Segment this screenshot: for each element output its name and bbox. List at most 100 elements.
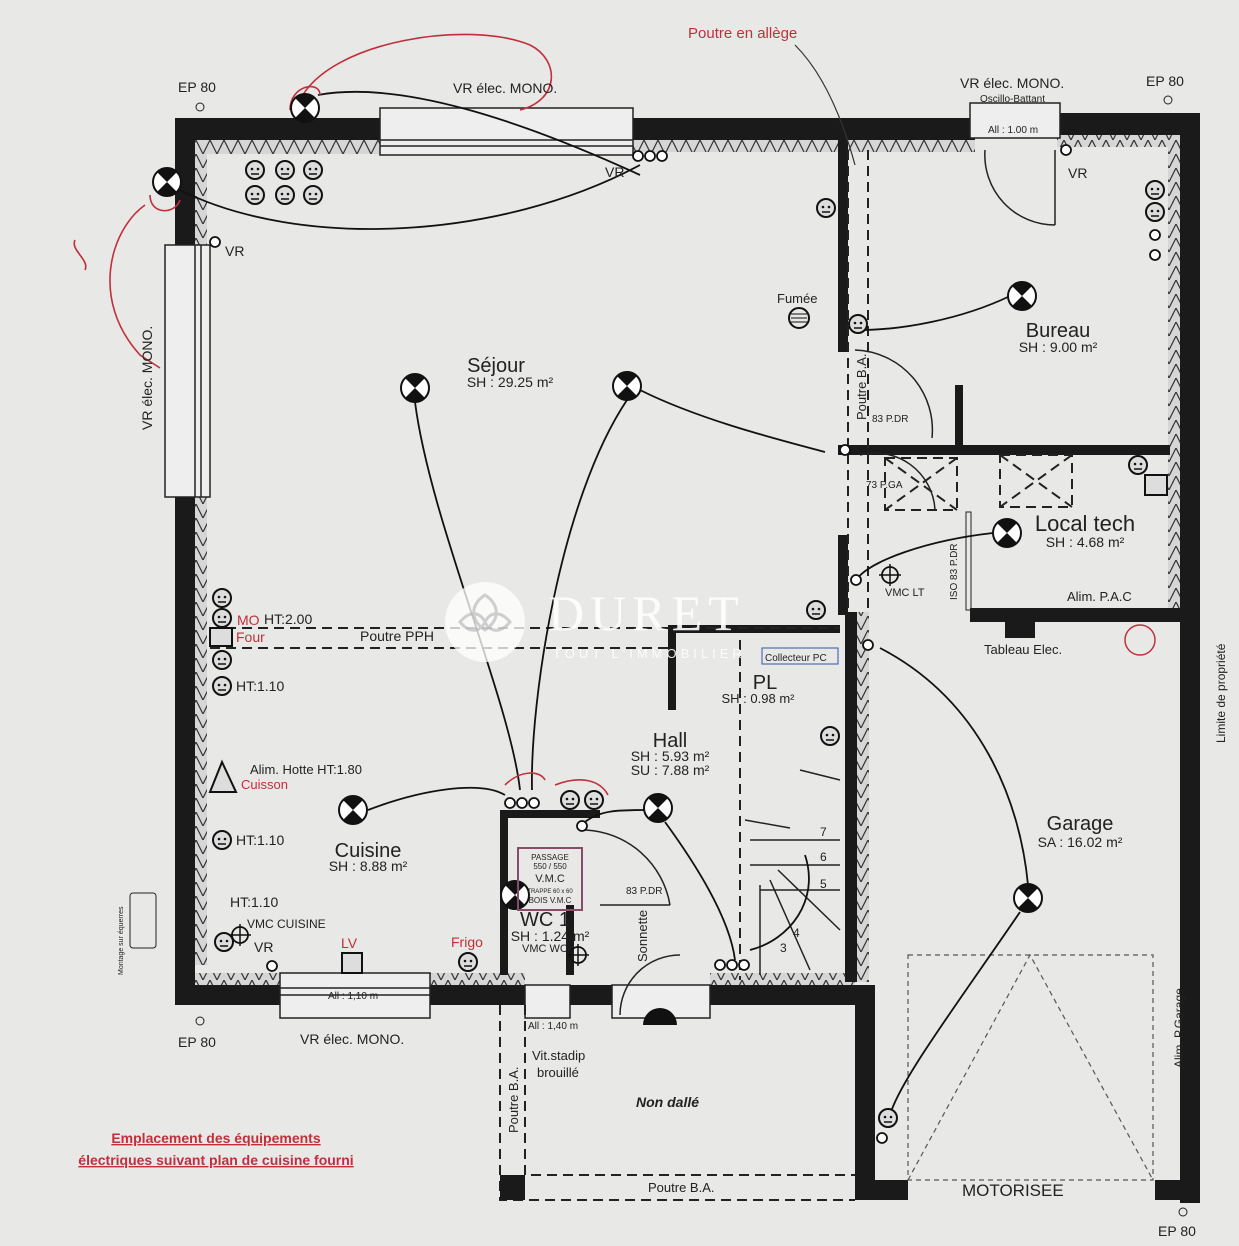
svg-text:Limite de propriété: Limite de propriété <box>1214 643 1228 743</box>
svg-text:Oscillo-Battant: Oscillo-Battant <box>980 94 1045 105</box>
vr-label: VR élec. MONO. <box>139 326 155 430</box>
svg-text:Non dallé: Non dallé <box>636 1094 699 1110</box>
room-local-tech: Local tech <box>1035 511 1135 536</box>
ep80-label: EP 80 <box>1158 1223 1196 1239</box>
room-pl: PL <box>753 672 777 694</box>
svg-text:électriques suivant plan de cu: électriques suivant plan de cuisine four… <box>78 1152 353 1168</box>
svg-text:Poutre B.A.: Poutre B.A. <box>506 1067 521 1133</box>
svg-text:All : 1,40 m: All : 1,40 m <box>528 1021 578 1032</box>
light-icon <box>500 879 530 911</box>
svg-text:Alim. P.Garage: Alim. P.Garage <box>1172 988 1186 1068</box>
windows <box>164 102 1061 1025</box>
svg-text:SH : 1.24 m²: SH : 1.24 m² <box>511 928 590 944</box>
svg-text:HT:2.00: HT:2.00 <box>264 611 312 627</box>
smoke-detector-icon <box>788 307 810 329</box>
light-icon <box>290 92 320 124</box>
svg-text:SH : 29.25 m²: SH : 29.25 m² <box>467 374 554 390</box>
svg-text:VR: VR <box>1068 165 1087 181</box>
ep80-label: EP 80 <box>178 79 216 95</box>
svg-text:SH : 5.93 m²: SH : 5.93 m² <box>631 748 710 764</box>
svg-text:All : 1.00 m: All : 1.00 m <box>988 125 1038 136</box>
svg-text:Fumée: Fumée <box>777 291 817 306</box>
svg-text:HT:1.10: HT:1.10 <box>236 678 284 694</box>
svg-text:SU : 7.88 m²: SU : 7.88 m² <box>631 762 710 778</box>
svg-text:Montage sur équerres: Montage sur équerres <box>118 906 125 975</box>
svg-text:Collecteur PC: Collecteur PC <box>765 653 827 664</box>
interior-walls <box>500 140 1180 982</box>
svg-text:4: 4 <box>793 926 800 940</box>
room-labels: Séjour SH : 29.25 m² Bureau SH : 9.00 m²… <box>329 320 1135 944</box>
watermark-brand: DURET <box>548 585 745 641</box>
outlets <box>208 144 1168 1144</box>
svg-text:SH : 0.98 m²: SH : 0.98 m² <box>722 691 796 706</box>
svg-text:TRAPPE 60 x 60: TRAPPE 60 x 60 <box>527 889 573 895</box>
exterior-walls <box>175 113 1200 1203</box>
svg-text:Poutre B.A.: Poutre B.A. <box>854 354 869 420</box>
svg-text:83 P.DR: 83 P.DR <box>626 886 663 897</box>
vr-label: VR élec. MONO. <box>960 75 1064 91</box>
svg-text:6: 6 <box>820 850 827 864</box>
svg-text:SH : 9.00 m²: SH : 9.00 m² <box>1019 339 1098 355</box>
light-icon <box>612 370 642 402</box>
bell-icon <box>643 1008 677 1025</box>
room-bureau: Bureau <box>1026 320 1091 342</box>
svg-text:7: 7 <box>820 825 827 839</box>
svg-text:VR: VR <box>254 939 273 955</box>
svg-text:Four: Four <box>236 629 265 645</box>
watermark: DURET TOUT L'IMMOBILIER <box>445 582 745 662</box>
room-sejour: Séjour <box>467 355 525 377</box>
cooktop-icon <box>208 759 238 793</box>
svg-text:VMC LT: VMC LT <box>885 587 925 599</box>
svg-text:MOTORISEE: MOTORISEE <box>962 1181 1064 1200</box>
svg-text:Alim. Hotte HT:1.80: Alim. Hotte HT:1.80 <box>250 762 362 777</box>
light-icon <box>992 517 1022 549</box>
room-garage: Garage <box>1047 813 1114 835</box>
light-icon <box>643 792 673 824</box>
svg-text:PASSAGE: PASSAGE <box>531 853 569 862</box>
light-icon <box>152 166 182 198</box>
svg-text:SH : 8.88 m²: SH : 8.88 m² <box>329 858 408 874</box>
svg-text:brouillé: brouillé <box>537 1065 579 1080</box>
svg-text:All : 1,10 m: All : 1,10 m <box>328 991 378 1002</box>
room-cuisine: Cuisine <box>335 840 402 862</box>
svg-text:73 P.GA: 73 P.GA <box>866 480 903 491</box>
poutre-pph-label: Poutre PPH <box>360 628 434 644</box>
svg-text:ISO 83 P.DR: ISO 83 P.DR <box>949 543 960 600</box>
red-annotations <box>73 33 1156 796</box>
svg-text:Frigo: Frigo <box>451 934 483 950</box>
ep80-label: EP 80 <box>1146 73 1184 89</box>
room-hall: Hall <box>653 730 687 752</box>
svg-text:MO: MO <box>237 612 260 628</box>
labels: Poutre en allège EP 80 EP 80 EP 80 EP 80… <box>118 25 1228 1239</box>
svg-text:VR: VR <box>605 164 624 180</box>
room-wc: WC 1 <box>520 909 570 931</box>
svg-text:Cuisson: Cuisson <box>241 777 288 792</box>
vr-label: VR élec. MONO. <box>300 1031 404 1047</box>
svg-text:VMC WC: VMC WC <box>522 943 568 955</box>
svg-text:VMC CUISINE: VMC CUISINE <box>247 917 326 931</box>
svg-text:SH : 4.68 m²: SH : 4.68 m² <box>1046 534 1125 550</box>
svg-text:BOIS V.M.C: BOIS V.M.C <box>529 896 572 905</box>
svg-text:Sonnette: Sonnette <box>635 910 650 962</box>
light-icon <box>1013 882 1043 914</box>
vmc-icon <box>878 563 902 587</box>
light-icon <box>1007 280 1037 312</box>
svg-text:Alim. P.A.C: Alim. P.A.C <box>1067 589 1132 604</box>
ep80-label: EP 80 <box>178 1034 216 1050</box>
svg-text:SA : 16.02 m²: SA : 16.02 m² <box>1038 834 1123 850</box>
svg-text:VR: VR <box>225 243 244 259</box>
svg-text:V.M.C: V.M.C <box>535 873 565 885</box>
svg-text:83 P.DR: 83 P.DR <box>872 414 909 425</box>
svg-text:HT:1.10: HT:1.10 <box>230 894 278 910</box>
light-icon <box>400 372 430 404</box>
smiley-annotation-icon <box>1124 624 1156 656</box>
vr-label: VR élec. MONO. <box>453 80 557 96</box>
svg-text:HT:1.10: HT:1.10 <box>236 832 284 848</box>
staircase <box>744 769 841 975</box>
doors <box>584 149 1056 1016</box>
poutre-allege-note: Poutre en allège <box>688 25 797 42</box>
svg-text:Vit.stadip: Vit.stadip <box>532 1048 585 1063</box>
svg-text:LV: LV <box>341 935 358 951</box>
beams <box>210 150 1154 1201</box>
